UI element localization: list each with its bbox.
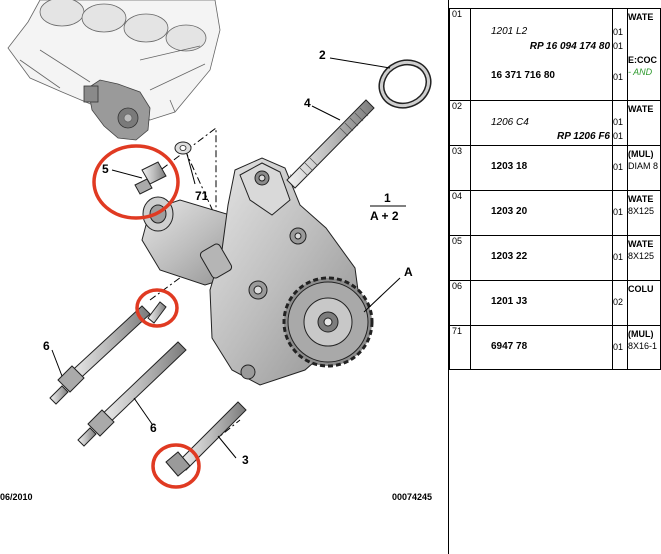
qty-value: 01 [613, 117, 624, 127]
ref-bold: 6947 78 [491, 341, 528, 352]
qty-value: 01 [613, 252, 624, 262]
part-description: WATE 8X125 [627, 235, 661, 281]
callout-5: 5 [102, 162, 109, 176]
highlight-circle-plug [92, 144, 180, 220]
part-description: (MUL) 8X16-1 [627, 325, 661, 370]
stud-6-upper [49, 305, 151, 405]
part-reference: 1201 L2 RP 16 094 174 80 16 371 716 80 [470, 8, 613, 101]
part-quantity: 01 [612, 325, 628, 370]
desc-line: 8X125 [628, 206, 655, 216]
o-ring [378, 59, 432, 109]
bolt-3 [165, 401, 247, 477]
qty-value: 01 [613, 162, 624, 172]
qty-value: 01 [613, 41, 624, 51]
part-quantity: 01 [612, 145, 628, 191]
part-reference: 1203 18 [470, 145, 613, 191]
table-row[interactable]: 03 1203 18 01 (MUL) DIAM 8 [449, 145, 661, 191]
desc-line: WATE [628, 104, 654, 114]
ref-bold: 1201 J3 [491, 296, 528, 307]
part-description: WATE 8X125 [627, 190, 661, 236]
part-number: 01 [449, 8, 471, 101]
exploded-diagram: 1 A + 2 2 3 4 5 6 6 71 A 06/2010 0007424… [0, 0, 433, 502]
plug-5 [134, 161, 167, 195]
callout-3: 3 [242, 453, 249, 467]
desc-line: WATE [628, 194, 654, 204]
part-number: 03 [449, 145, 471, 191]
part-description: COLU [627, 280, 661, 326]
part-quantity: 01 01 [612, 100, 628, 146]
callout-1: 1 [384, 191, 391, 205]
stud-6-lower [77, 341, 187, 447]
ref-italic: 1201 L2 [491, 26, 528, 37]
leader-lines [51, 57, 406, 459]
ref-bold: 1203 20 [491, 206, 528, 217]
diagram-reference: 00074245 [392, 492, 433, 502]
highlight-circle-bolt [135, 288, 179, 328]
stud-4 [286, 99, 375, 189]
parts-table: 01 1201 L2 RP 16 094 174 80 16 371 716 8… [449, 8, 661, 370]
part-number: 04 [449, 190, 471, 236]
part-number: 71 [449, 325, 471, 370]
washer-71 [174, 141, 192, 155]
diagram-date: 06/2010 [0, 492, 33, 502]
table-row[interactable]: 04 1203 20 01 WATE 8X125 [449, 190, 661, 236]
part-quantity: 01 [612, 235, 628, 281]
panel-divider [448, 0, 449, 554]
part-reference: 1201 J3 [470, 280, 613, 326]
table-row[interactable]: 71 6947 78 01 (MUL) 8X16-1 [449, 325, 661, 370]
qty-value: 01 [613, 72, 624, 82]
part-description: WATE E:COC - AND [627, 8, 661, 101]
desc-line: WATE [628, 239, 654, 249]
part-reference: 1206 C4 RP 1206 F6 [470, 100, 613, 146]
part-quantity: 02 [612, 280, 628, 326]
desc-line: COLU [628, 284, 654, 294]
desc-line-accent: - AND [628, 67, 653, 77]
ref-rp: RP 16 094 174 80 [529, 41, 610, 52]
table-row[interactable]: 05 1203 22 01 WATE 8X125 [449, 235, 661, 281]
callout-a-plus-2: A + 2 [370, 209, 399, 223]
part-number: 06 [449, 280, 471, 326]
desc-line: (MUL) [628, 149, 654, 159]
ref-bold: 16 371 716 80 [491, 70, 555, 81]
part-quantity: 01 01 01 [612, 8, 628, 101]
part-number: 02 [449, 100, 471, 146]
qty-value: 01 [613, 342, 624, 352]
qty-value: 02 [613, 297, 624, 307]
part-reference: 1203 20 [470, 190, 613, 236]
ref-bold: 1203 22 [491, 251, 528, 262]
highlight-circle-bolt-3 [151, 443, 201, 489]
desc-line: WATE [628, 12, 654, 22]
ref-rp: RP 1206 F6 [557, 131, 610, 142]
part-quantity: 01 [612, 190, 628, 236]
part-number: 05 [449, 235, 471, 281]
desc-line: 8X16-1 [628, 341, 658, 351]
ref-italic: 1206 C4 [491, 117, 529, 128]
part-reference: 1203 22 [470, 235, 613, 281]
desc-line: DIAM 8 [628, 161, 659, 171]
qty-value: 01 [613, 27, 624, 37]
callout-2: 2 [319, 48, 326, 62]
callout-71: 71 [195, 189, 209, 203]
water-pump-illustration [7, 0, 432, 489]
part-description: (MUL) DIAM 8 [627, 145, 661, 191]
table-row[interactable]: 02 1206 C4 RP 1206 F6 01 01 WATE [449, 100, 661, 146]
bolt-small-threaded [147, 301, 167, 324]
desc-line: E:COC [628, 55, 658, 65]
pump-sprocket [282, 276, 374, 368]
highlight-circles [92, 144, 201, 489]
callout-6-upper: 6 [43, 339, 50, 353]
engine-block-thumbnail [7, 0, 221, 141]
ref-bold: 1203 18 [491, 161, 528, 172]
part-reference: 6947 78 [470, 325, 613, 370]
callout-a: A [404, 265, 413, 279]
qty-value: 01 [613, 207, 624, 217]
desc-line: 8X125 [628, 251, 655, 261]
callout-6-lower: 6 [150, 421, 157, 435]
callout-4: 4 [304, 96, 311, 110]
desc-line: (MUL) [628, 329, 654, 339]
qty-value: 01 [613, 131, 624, 141]
table-row[interactable]: 01 1201 L2 RP 16 094 174 80 16 371 716 8… [449, 8, 661, 101]
table-row[interactable]: 06 1201 J3 02 COLU [449, 280, 661, 326]
part-description: WATE [627, 100, 661, 146]
